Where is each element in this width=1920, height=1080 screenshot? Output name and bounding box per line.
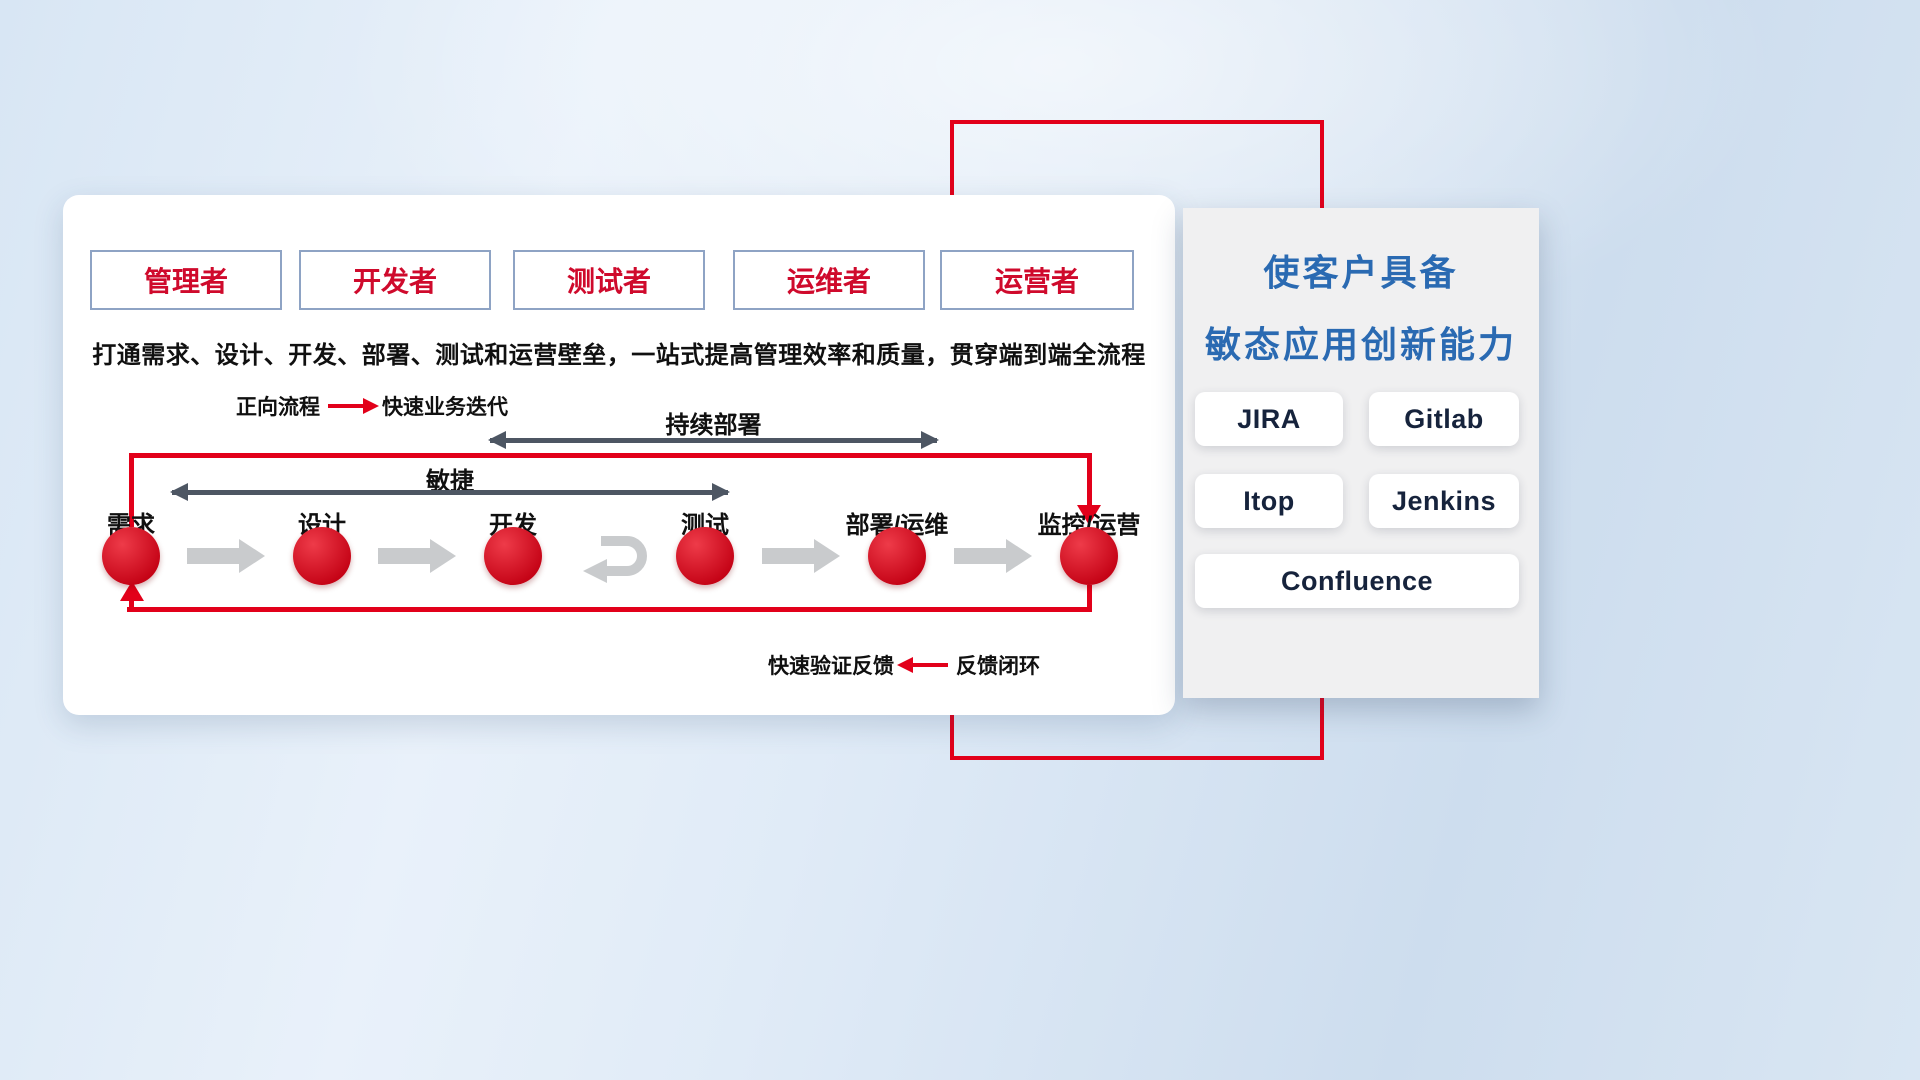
panel-title-line1: 使客户具备 <box>1263 252 1459 293</box>
loop-bottom-line <box>127 607 1092 612</box>
loop-left-lower-line <box>129 599 134 609</box>
node-circle-testing <box>676 527 734 585</box>
forward-legend-desc: 快速业务迭代 <box>382 396 508 419</box>
iterate-uturn-arrow-icon <box>583 536 647 583</box>
flow-arrow-icon <box>187 539 265 573</box>
loop-top-line <box>129 453 1092 458</box>
node-circle-development <box>484 527 542 585</box>
node-circle-deploy-ops <box>868 527 926 585</box>
flow-arrow-icon <box>762 539 840 573</box>
deploy-double-arrow-icon <box>488 431 939 449</box>
node-circle-monitor-ops <box>1060 527 1118 585</box>
loop-left-upper-line <box>129 453 134 527</box>
forward-legend: 正向流程 快速业务迭代 <box>236 391 508 421</box>
feedback-legend-label: 反馈闭环 <box>956 655 1040 678</box>
loop-right-lower-line <box>1087 585 1092 609</box>
loop-right-upper-line <box>1087 453 1092 507</box>
forward-legend-label: 正向流程 <box>236 396 320 419</box>
panel-title-line2: 敏态应用创新能力 <box>1204 324 1517 365</box>
tool-box-gitlab: Gitlab <box>1369 392 1519 446</box>
node-circle-design <box>293 527 351 585</box>
forward-arrow-icon <box>328 398 379 414</box>
devops-flow-card: 管理者 开发者 测试者 运维者 运营者 打通需求、设计、开发、部署、测试和运营壁… <box>63 195 1175 715</box>
agile-double-arrow-icon <box>170 483 730 501</box>
role-box-tester: 测试者 <box>513 250 705 310</box>
feedback-legend: 快速验证反馈 反馈闭环 <box>768 650 1040 680</box>
tool-box-itop: Itop <box>1195 474 1343 528</box>
feedback-legend-desc: 快速验证反馈 <box>768 655 894 678</box>
subtitle-text: 打通需求、设计、开发、部署、测试和运营壁垒，一站式提高管理效率和质量，贯穿端到端… <box>92 342 1146 369</box>
tool-box-jenkins: Jenkins <box>1369 474 1519 528</box>
tool-box-confluence: Confluence <box>1195 554 1519 608</box>
loop-down-arrowhead-icon <box>1077 505 1101 525</box>
role-box-developer: 开发者 <box>299 250 491 310</box>
role-box-ops: 运维者 <box>733 250 925 310</box>
flow-arrow-icon <box>378 539 456 573</box>
node-circle-requirements <box>102 527 160 585</box>
loop-up-arrowhead-icon <box>120 581 144 601</box>
role-box-manager: 管理者 <box>90 250 282 310</box>
deploy-arrow-label: 持续部署 <box>665 412 762 439</box>
feedback-arrow-icon <box>897 657 948 673</box>
tool-box-jira: JIRA <box>1195 392 1343 446</box>
flow-arrow-icon <box>954 539 1032 573</box>
role-box-operator: 运营者 <box>940 250 1134 310</box>
capability-panel: 使客户具备 敏态应用创新能力 JIRA Gitlab Itop Jenkins … <box>1183 208 1539 698</box>
